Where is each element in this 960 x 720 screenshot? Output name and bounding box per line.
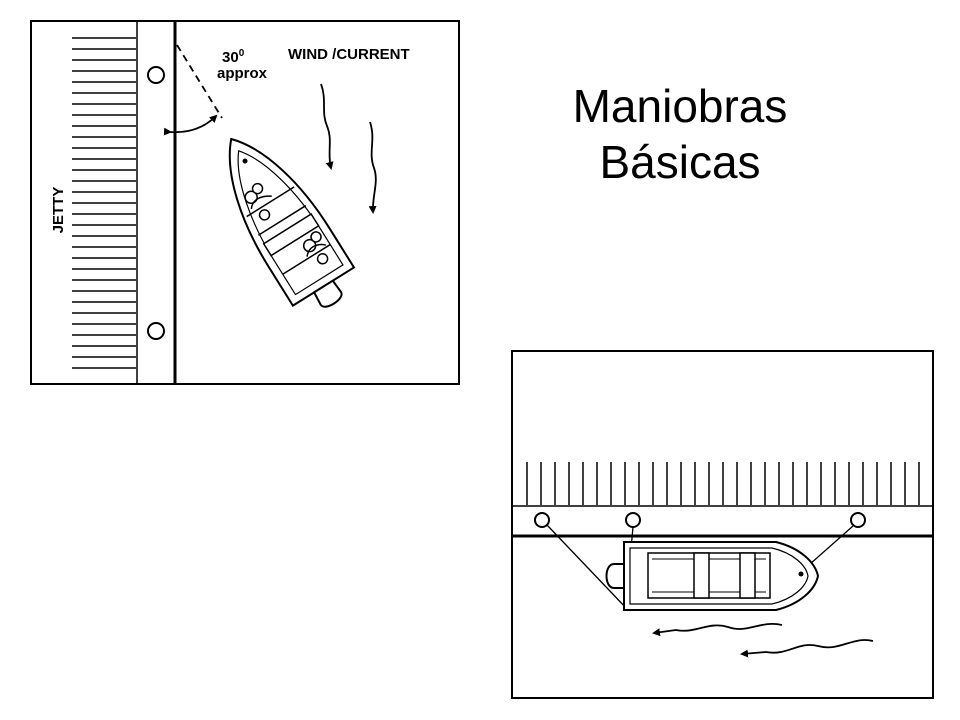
wind-arrow-1 [320,83,334,170]
bollard-bow [850,512,866,528]
docking-diagram-1: JETTY 300 approx WIND /CURRENT [30,20,460,385]
wind-current-label: WIND /CURRENT [288,46,410,63]
jetty-label: JETTY [50,187,67,234]
bollard-stern [534,512,550,528]
jetty-planks [72,37,136,369]
outboard-motor [605,563,625,589]
stern-line [546,524,629,611]
bollard-spring [625,512,641,528]
title-line-2: Básicas [599,136,761,188]
boat-seat-2 [739,552,756,599]
angle-approx-label: approx [217,65,268,82]
angle-arc-arrow [163,114,218,136]
angle-dashed-line [176,44,223,119]
title-line-1: Maniobras [572,80,788,132]
pier-planks [526,462,920,505]
angle-value-label: 300 [222,48,245,66]
current-arrow-1 [652,623,783,637]
wind-arrow-2 [368,121,377,214]
boat-seat-1 [693,552,710,599]
diagram-1-frame [30,20,460,385]
bollard-bottom [147,322,165,340]
boat-hull [228,137,356,307]
current-arrow-2 [740,639,874,658]
boat-seat [262,213,320,257]
bollard-top [147,66,165,84]
crew-figure-bow [244,182,272,221]
outboard-motor [312,279,343,308]
boat-diagram-2 [605,541,820,611]
slide-title: Maniobras Básicas [520,78,840,190]
docking-diagram-2 [511,350,934,699]
diagram-2-frame [511,350,934,699]
boat-diagram-1 [228,137,356,308]
crew-figure-helm [302,231,329,265]
